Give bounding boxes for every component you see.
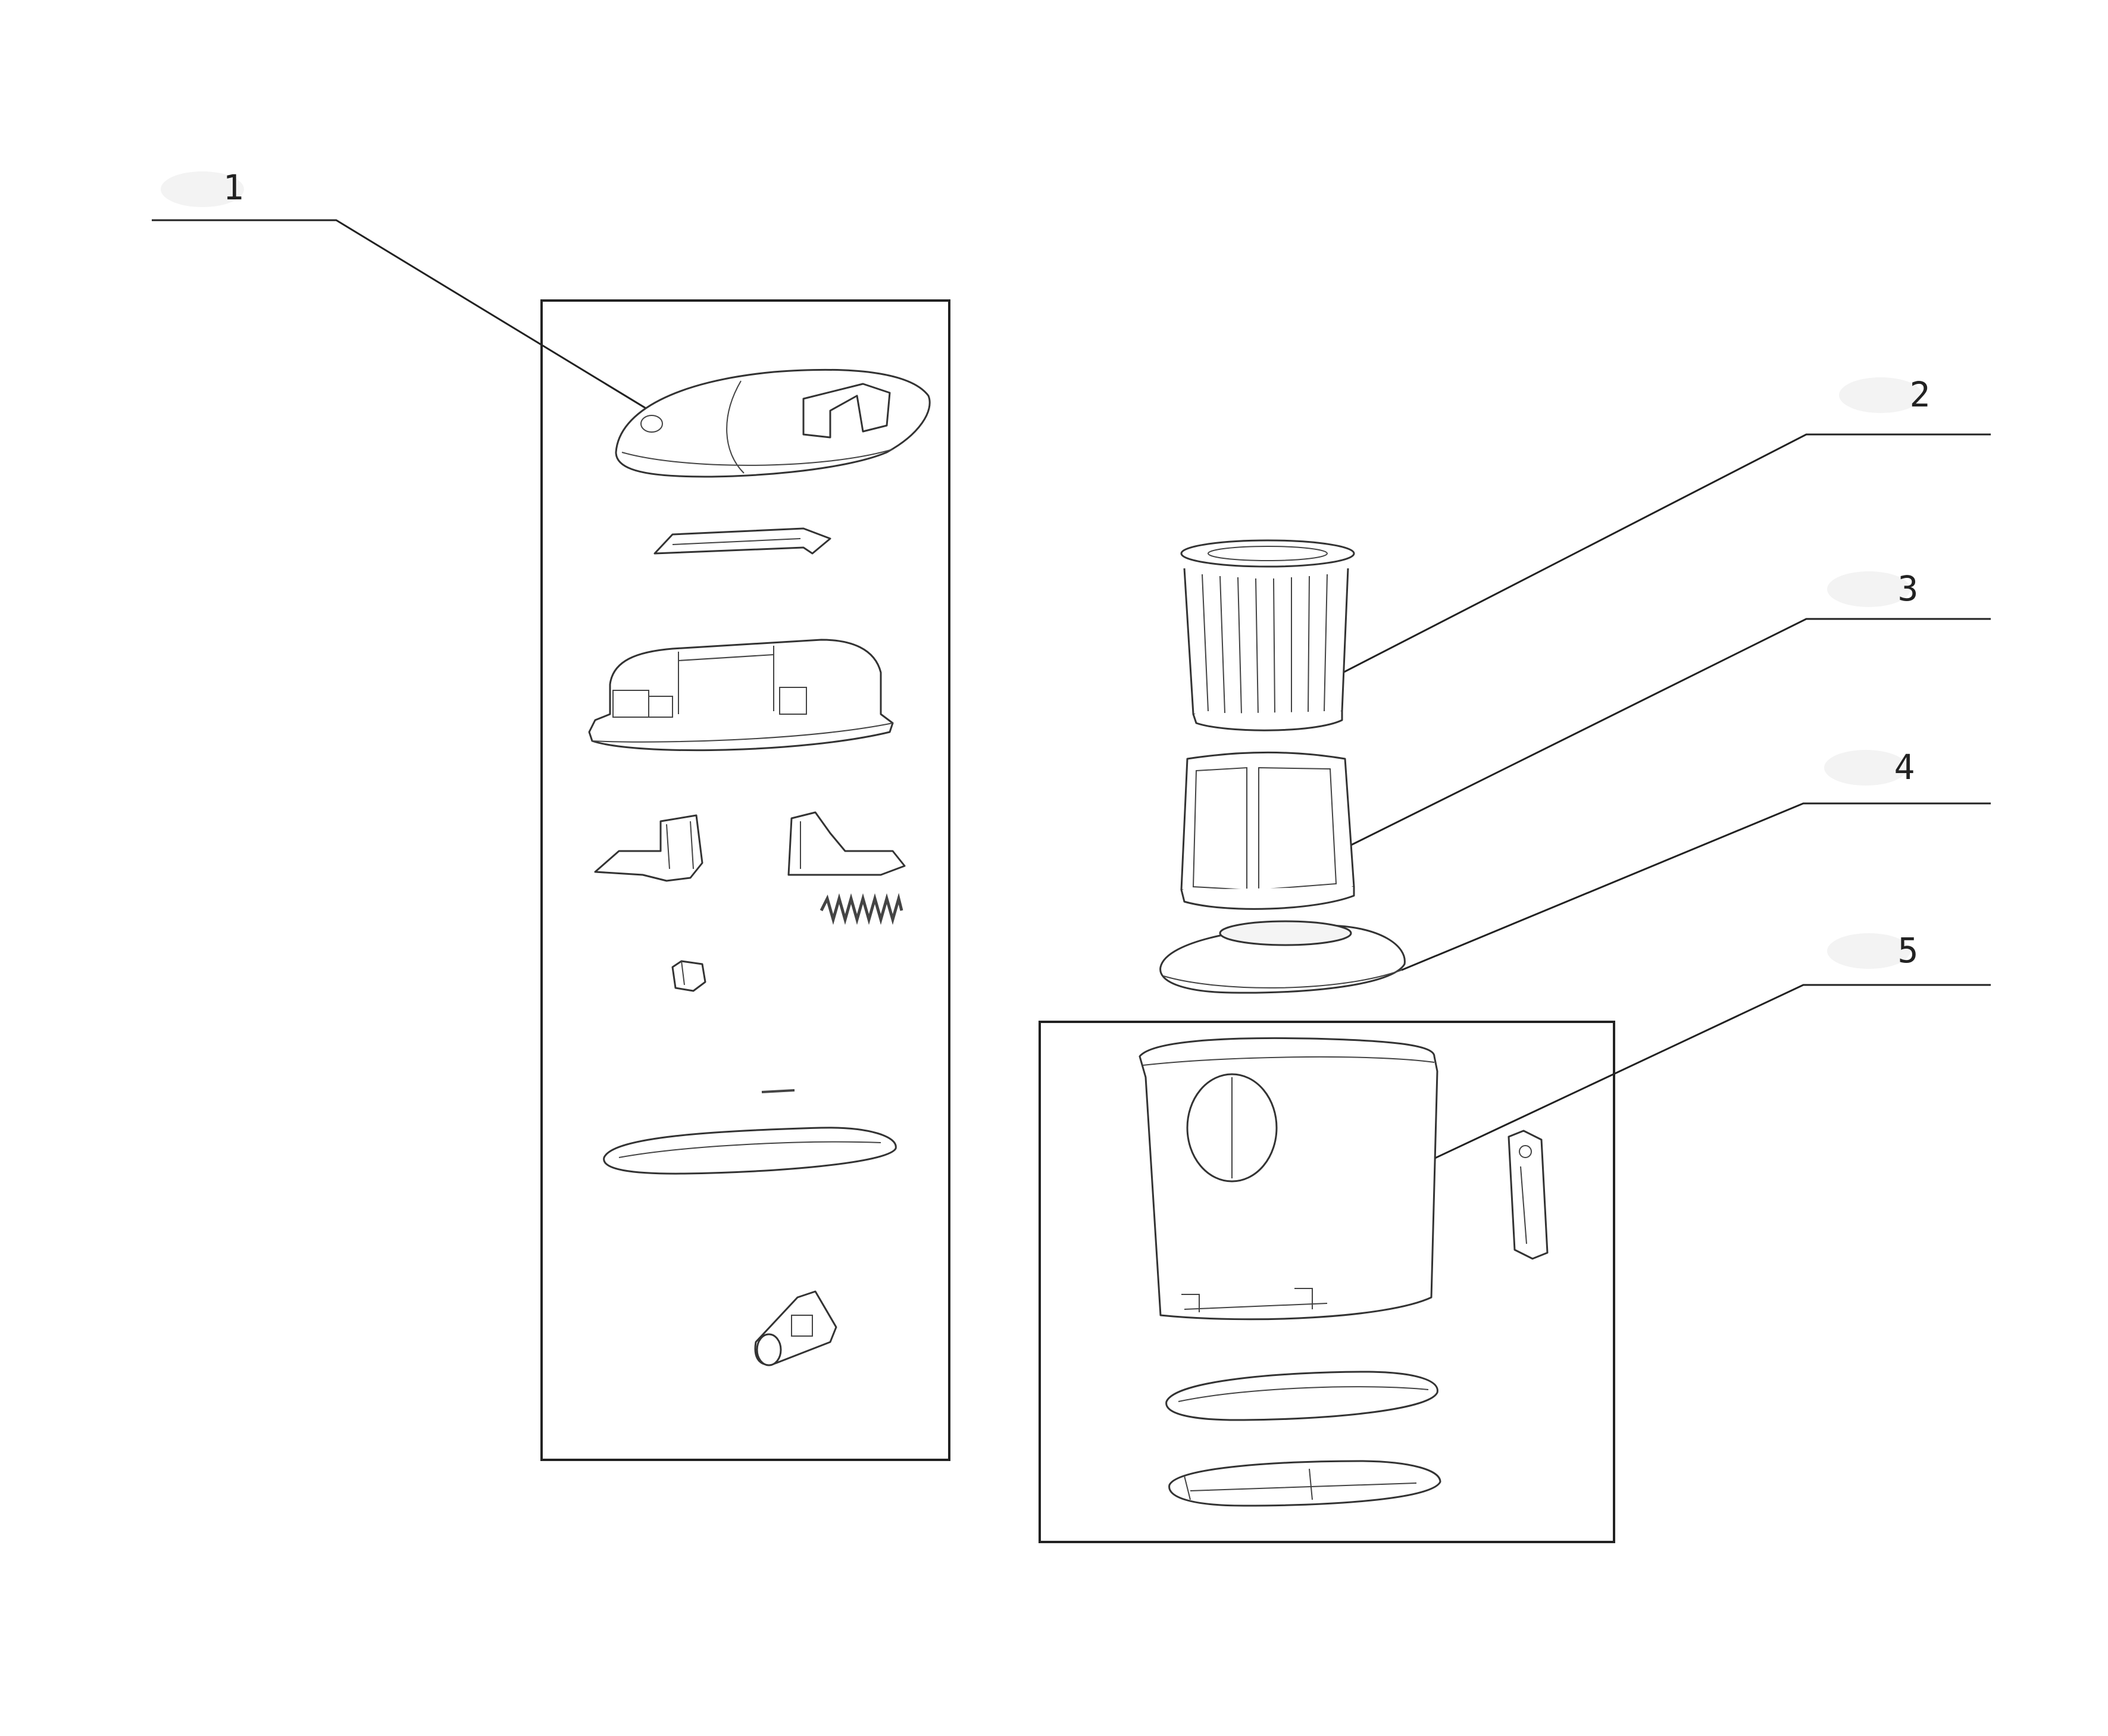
callout-1-leader xyxy=(152,219,739,465)
callout-3: 3 xyxy=(1350,568,1991,846)
callout-5-leader xyxy=(1303,984,1991,1221)
bin-latch-part xyxy=(1507,1130,1549,1260)
callout-4: 4 xyxy=(1401,747,1991,971)
top-cover-part xyxy=(615,368,931,478)
gasket-ring-part xyxy=(603,1127,897,1175)
filter-cage-part xyxy=(1180,751,1355,910)
dust-bin-part xyxy=(1139,1037,1438,1321)
clip-part xyxy=(761,1089,795,1093)
right-bracket-part xyxy=(787,811,906,876)
callout-3-leader xyxy=(1350,618,1991,846)
assembly-5-frame xyxy=(1039,1021,1615,1543)
callout-1: 1 xyxy=(152,167,739,465)
pleated-filter-part xyxy=(1180,539,1355,731)
switch-part xyxy=(671,960,706,992)
callout-1-label: 1 xyxy=(223,167,244,208)
callout-3-label: 3 xyxy=(1898,568,1919,609)
filter-plate-part xyxy=(653,527,831,555)
assembly-1-frame xyxy=(540,299,950,1461)
cyclone-base-part xyxy=(1159,920,1406,994)
callout-4-label: 4 xyxy=(1894,747,1915,787)
bin-seal-part xyxy=(1165,1371,1438,1421)
callout-5-label: 5 xyxy=(1898,930,1919,971)
callout-5: 5 xyxy=(1303,930,1991,1221)
spring-part xyxy=(820,893,903,925)
callout-2-leader xyxy=(1273,433,1991,709)
latch-part xyxy=(754,1290,837,1366)
callout-2-label: 2 xyxy=(1910,374,1931,415)
bin-bottom-lid-part xyxy=(1168,1460,1441,1507)
left-bracket-part xyxy=(594,814,703,882)
callout-4-leader xyxy=(1401,802,1991,971)
motor-housing-part xyxy=(588,639,894,752)
callout-2: 2 xyxy=(1273,374,1991,709)
